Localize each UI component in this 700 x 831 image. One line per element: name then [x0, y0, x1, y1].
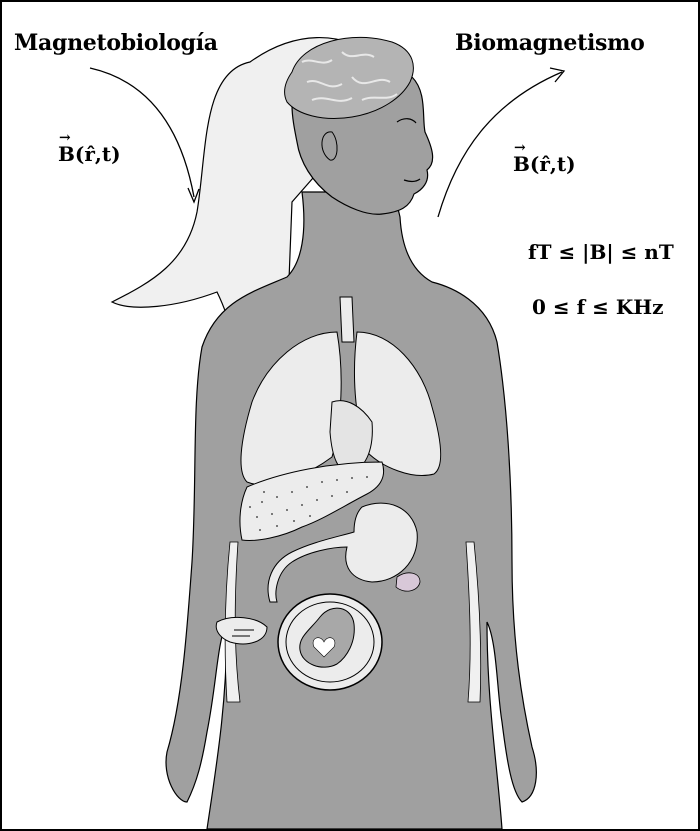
- biomagnetismo-label: Biomagnetismo: [455, 30, 645, 56]
- vector-b-left: B: [58, 142, 75, 166]
- trachea: [340, 297, 354, 342]
- field-args-right: (r̂,t): [530, 152, 576, 176]
- arrow-right: [438, 72, 562, 217]
- arrow-left: [90, 68, 194, 197]
- magnetic-field-right-label: B(r̂,t): [513, 152, 576, 176]
- vector-b-right: B: [513, 152, 530, 176]
- magnetic-field-left-label: B(r̂,t): [58, 142, 121, 166]
- frequency-range: 0 ≤ f ≤ KHz: [532, 295, 664, 319]
- field-magnitude-range: fT ≤ |B| ≤ nT: [528, 240, 674, 264]
- ovary: [216, 617, 267, 643]
- magnetobiologia-label: Magnetobiología: [14, 30, 218, 56]
- small-organ: [396, 573, 420, 591]
- field-args-left: (r̂,t): [75, 142, 121, 166]
